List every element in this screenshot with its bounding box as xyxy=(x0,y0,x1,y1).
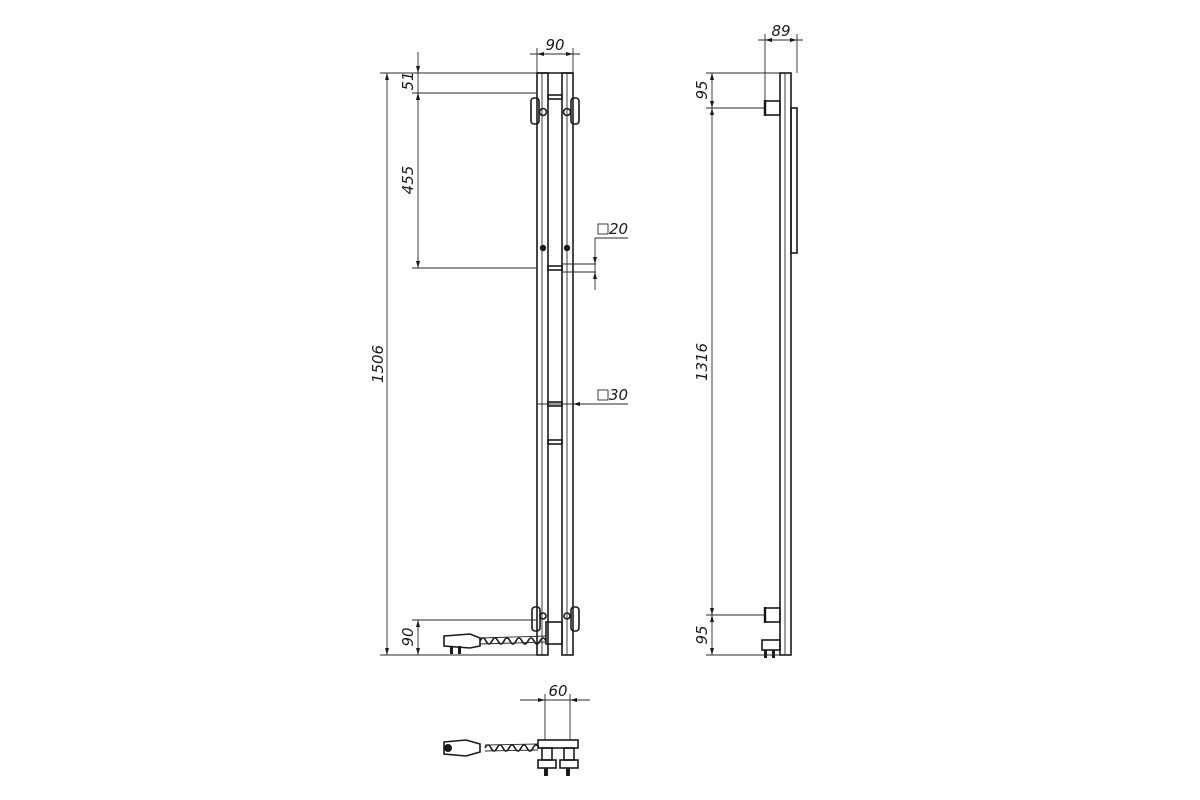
callout-square-20: 20 xyxy=(562,220,628,290)
mount-bracket xyxy=(531,606,541,632)
power-plug xyxy=(443,633,481,649)
heater-body xyxy=(545,621,563,645)
dimension-spacing-455: 455 xyxy=(399,93,537,269)
dim-side-bottom: 95 xyxy=(693,625,711,644)
crossbar xyxy=(547,94,563,100)
crossbar xyxy=(547,439,563,445)
power-cable xyxy=(479,637,547,645)
bottom-leg xyxy=(563,747,575,761)
side-view: 89 95 1316 95 xyxy=(693,22,803,658)
dim-bottom-offset: 90 xyxy=(399,627,417,646)
dimension-bottom-90: 90 xyxy=(399,619,537,655)
mount-hole xyxy=(538,107,548,117)
side-element xyxy=(790,107,798,254)
side-rail xyxy=(779,72,792,656)
wall-mount-bottom xyxy=(764,607,781,623)
mount-hole xyxy=(562,107,572,117)
dimension-width-90: 90 xyxy=(530,36,580,73)
front-view: 90 1506 51 455 xyxy=(369,36,628,656)
dim-top-offset: 51 xyxy=(399,71,417,90)
dim-side-top: 95 xyxy=(693,80,711,99)
mount-bracket xyxy=(570,606,580,632)
crossbar xyxy=(547,265,563,271)
callout-square-30: 30 xyxy=(537,386,628,406)
mount-hole xyxy=(563,244,571,252)
dim-hole-spacing: 455 xyxy=(399,166,417,195)
bottom-view: 60 xyxy=(443,682,590,776)
bottom-foot xyxy=(537,759,557,769)
right-rail xyxy=(561,72,574,656)
side-heater xyxy=(761,639,781,651)
bottom-plug xyxy=(443,739,481,757)
bottom-frame xyxy=(537,739,579,749)
dim-bottom-width: 60 xyxy=(548,682,567,700)
mount-hole xyxy=(539,244,547,252)
left-rail xyxy=(536,72,549,656)
dimension-height-1506: 1506 xyxy=(369,72,537,656)
tube-size-30: 30 xyxy=(609,386,628,404)
dimension-depth-89: 89 xyxy=(758,22,803,100)
bottom-foot xyxy=(559,759,579,769)
dimension-top-51: 51 xyxy=(399,52,537,100)
wall-mount-top xyxy=(764,100,781,116)
dim-side-depth: 89 xyxy=(771,22,790,40)
mount-hole xyxy=(563,612,571,620)
bottom-leg xyxy=(541,747,553,761)
tube-size-20: 20 xyxy=(609,220,628,238)
dim-total-height: 1506 xyxy=(369,345,387,383)
dim-front-width: 90 xyxy=(545,36,564,54)
mount-hole xyxy=(539,612,547,620)
dimension-width-60: 60 xyxy=(520,682,590,740)
dim-side-spacing: 1316 xyxy=(693,343,711,381)
